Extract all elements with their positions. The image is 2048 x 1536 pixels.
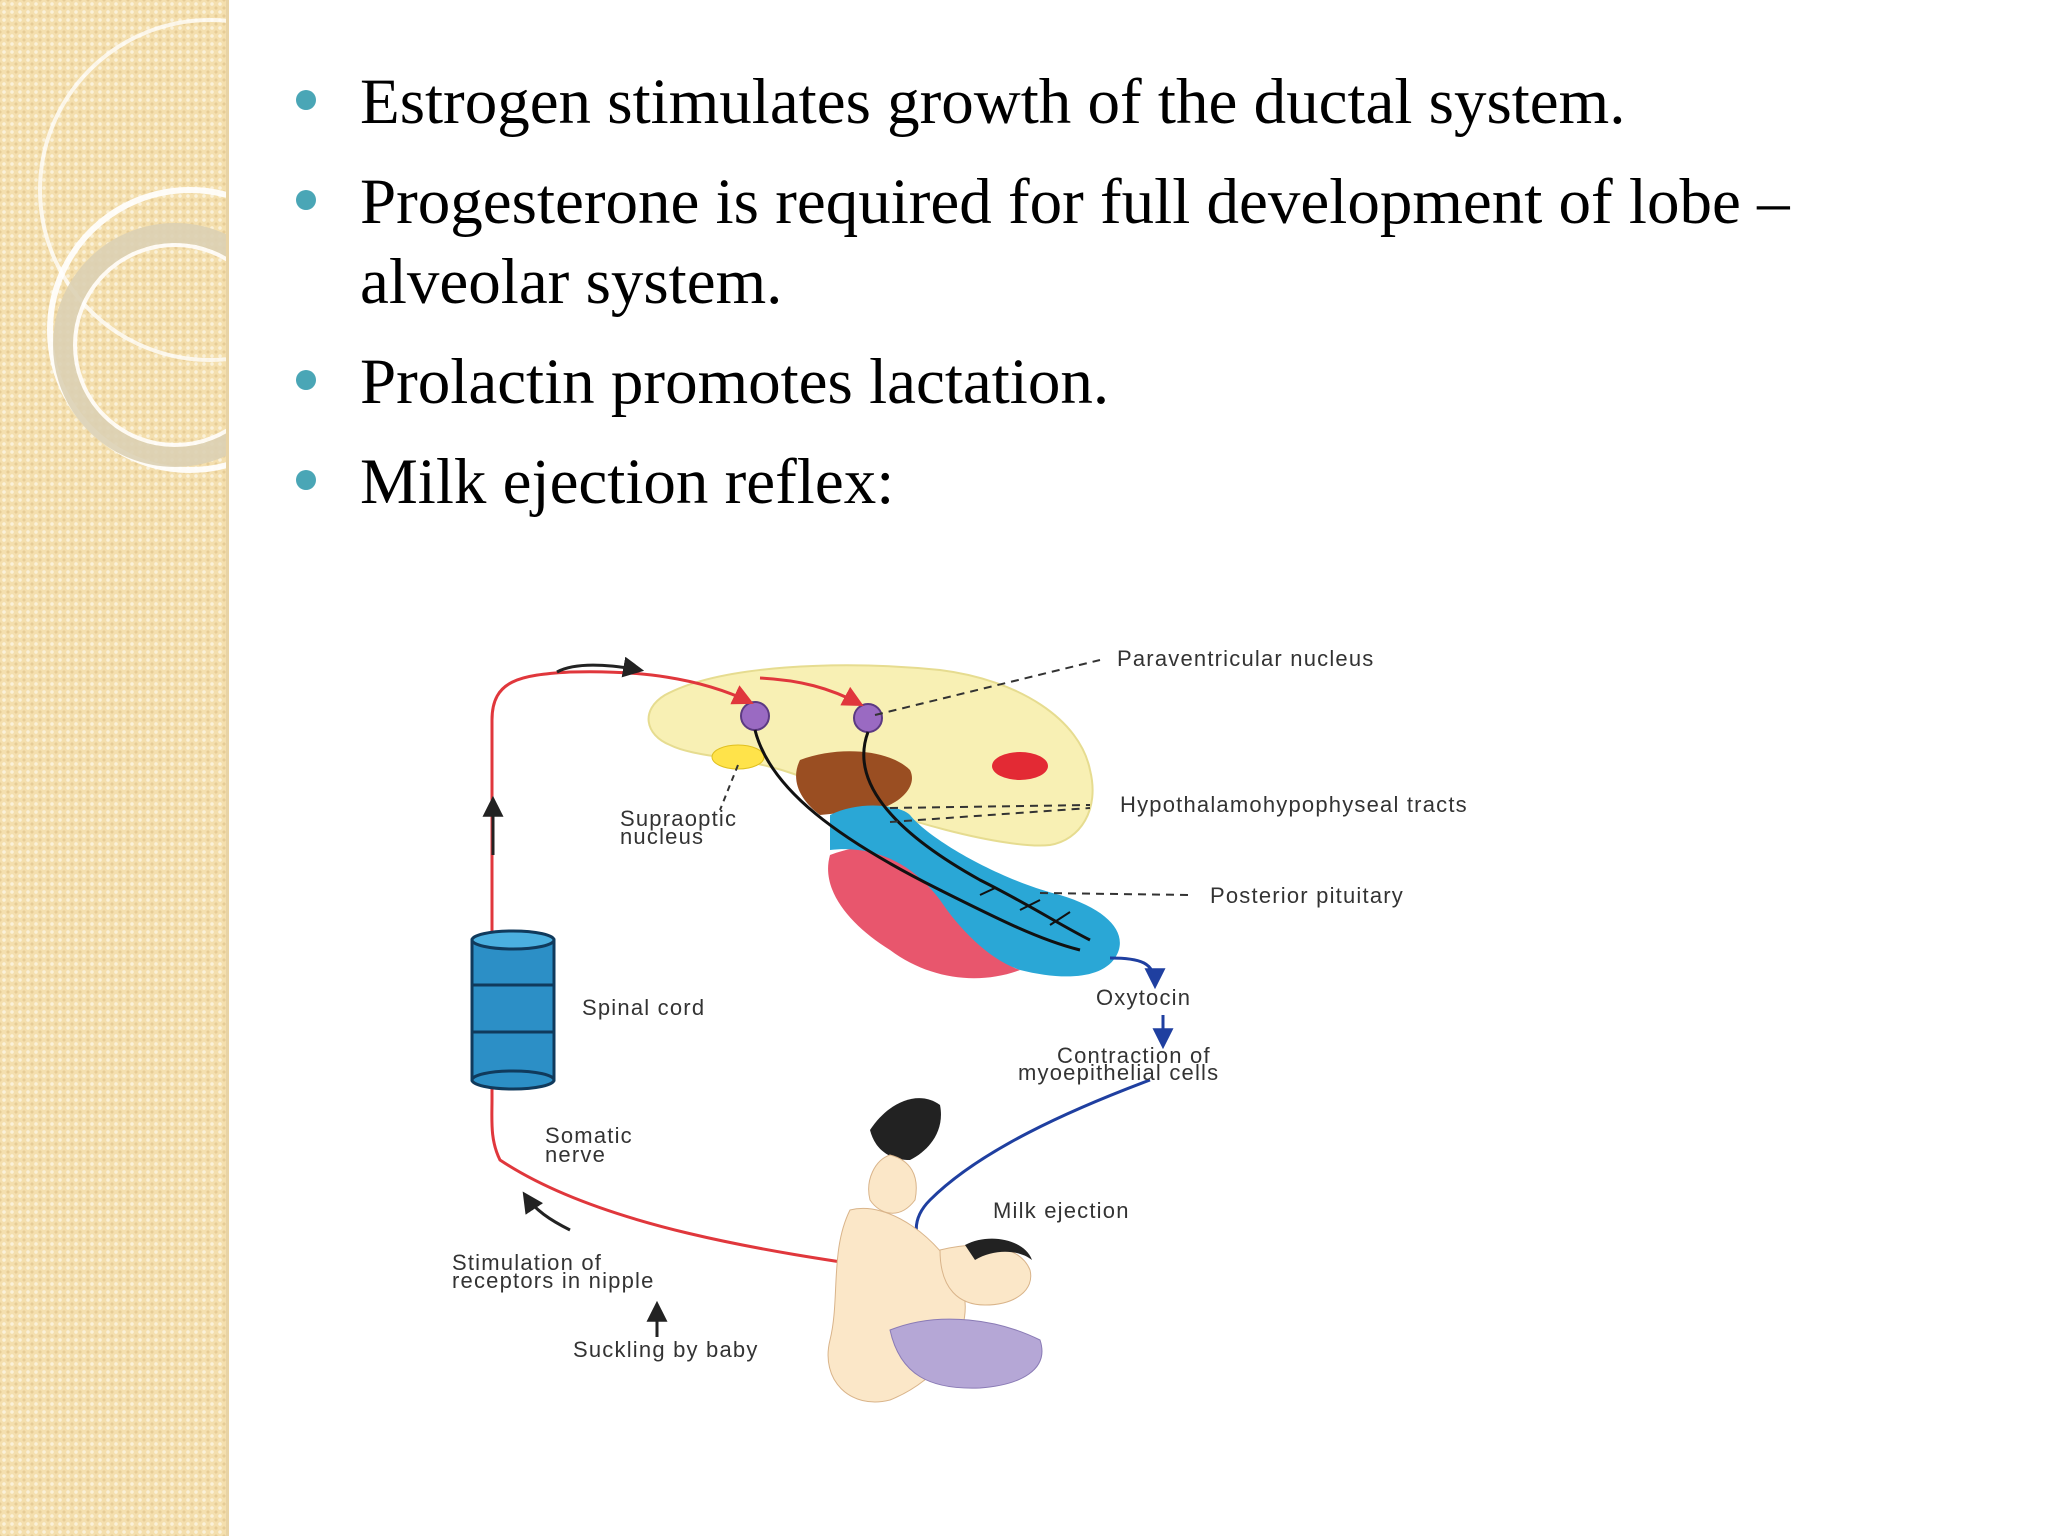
label-somatic-nerve: Somatic — [545, 1123, 633, 1148]
bullet-text: Progesterone is required for full develo… — [360, 166, 1790, 318]
oxytocin-path — [1109, 956, 1166, 990]
anterior-pituitary — [828, 845, 1020, 979]
label-hypothalamohypophyseal-tracts: Hypothalamohypophyseal tracts — [1120, 792, 1468, 817]
label-supraoptic-nucleus: nucleus — [620, 824, 704, 849]
label-paraventricular-nucleus: Paraventricular nucleus — [1117, 646, 1375, 671]
label-posterior-pituitary: Posterior pituitary — [1210, 883, 1404, 908]
label-spinal-cord: Spinal cord — [582, 995, 705, 1020]
bullet-list: Estrogen stimulates growth of the ductal… — [290, 62, 1910, 542]
label-milk-ejection: Milk ejection — [993, 1198, 1130, 1223]
label-contraction-myoepithelial: myoepithelial cells — [1018, 1060, 1219, 1085]
bullet-text: Prolactin promotes lactation. — [360, 346, 1110, 418]
decorative-rings — [38, 18, 226, 473]
red-oval-nucleus — [992, 752, 1048, 780]
leader-line — [1039, 892, 1191, 896]
bullet-item: Progesterone is required for full develo… — [290, 162, 1910, 322]
posterior-pituitary — [830, 805, 1120, 977]
bullet-item: Estrogen stimulates growth of the ductal… — [290, 62, 1910, 142]
infundibulum-stalk — [796, 751, 912, 815]
bullet-dot-icon — [296, 470, 316, 490]
label-somatic-nerve: nerve — [545, 1142, 606, 1167]
bullet-text: Milk ejection reflex: — [360, 446, 895, 518]
label-stimulation-receptors: Stimulation of — [452, 1250, 602, 1275]
neuron-body-supraoptic — [740, 701, 770, 731]
label-stimulation-receptors: receptors in nipple — [452, 1268, 655, 1293]
spinal-cord-shape — [470, 929, 556, 1091]
supraoptic-nucleus-shape — [711, 744, 765, 770]
bullet-item: Prolactin promotes lactation. — [290, 342, 1910, 422]
label-suckling-by-baby: Suckling by baby — [573, 1337, 759, 1362]
axon-branch — [979, 887, 1071, 926]
axon-tract — [862, 731, 1091, 942]
leader-line — [719, 764, 739, 811]
label-supraoptic-nucleus: Supraoptic — [620, 806, 737, 831]
bullet-item: Milk ejection reflex: — [290, 442, 1910, 522]
bullet-dot-icon — [296, 90, 316, 110]
leader-line — [874, 659, 1101, 716]
label-contraction-myoepithelial: Contraction of — [1057, 1043, 1211, 1068]
nerve-branch-arrow — [759, 676, 864, 706]
bullet-dot-icon — [296, 370, 316, 390]
bullet-text: Estrogen stimulates growth of the ductal… — [360, 66, 1626, 138]
mother-baby-illustration — [827, 1098, 1043, 1403]
sidebar-divider — [226, 0, 229, 1536]
label-oxytocin: Oxytocin — [1096, 985, 1191, 1010]
milk-ejection-reflex-diagram: Paraventricular nucleus Supraoptic nucle… — [452, 646, 1468, 1403]
decorative-sidebar — [0, 0, 226, 1536]
arrow-curve-icon — [522, 1191, 571, 1232]
neuron-body-paraventricular — [853, 703, 883, 733]
axon-tract — [753, 729, 1081, 952]
leader-line — [889, 804, 1091, 823]
bullet-dot-icon — [296, 190, 316, 210]
arrow-up-icon — [556, 656, 645, 678]
